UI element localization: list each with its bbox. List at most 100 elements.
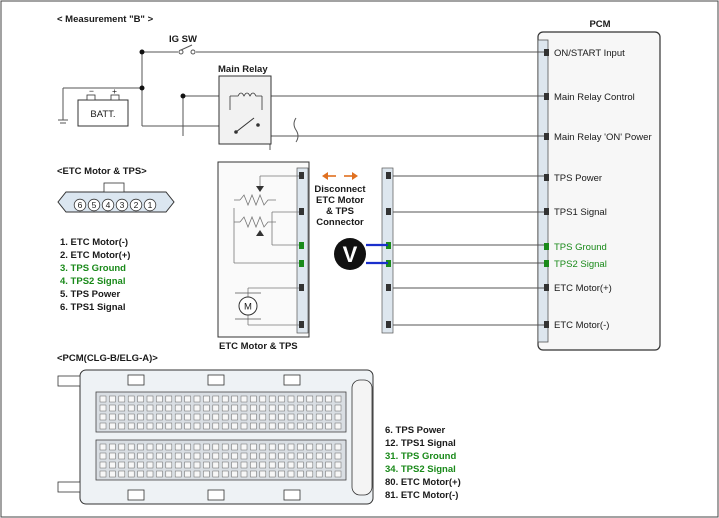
pcm-pin-cell bbox=[193, 452, 201, 460]
pcm-pin-cell bbox=[240, 413, 248, 421]
pcm-pin-cell bbox=[212, 452, 220, 460]
voltmeter-label: V bbox=[343, 242, 358, 267]
pcm-pin-cell bbox=[118, 470, 126, 478]
pcm-pin-cell bbox=[174, 470, 182, 478]
pcm-pin-cell bbox=[278, 413, 285, 421]
pcm-pin-tps2-signal: TPS2 Signal bbox=[544, 259, 607, 270]
pcm-pin-cell bbox=[259, 413, 267, 421]
pcm-pin-cell bbox=[137, 461, 144, 469]
pcm-pin-cell bbox=[306, 404, 314, 412]
pcm-legend-item: 80. ETC Motor(+) bbox=[385, 477, 461, 488]
pcm-pin-label: TPS Power bbox=[554, 173, 602, 184]
etc-connector-pictogram: 6 5 4 3 2 1 bbox=[57, 182, 175, 213]
etc-legend-item: 2. ETC Motor(+) bbox=[60, 250, 130, 261]
pcm-pin-cell bbox=[268, 395, 276, 403]
pcm-pin-cell bbox=[146, 452, 154, 460]
pcm-pin-cell bbox=[306, 422, 314, 430]
pcm-pin-cell bbox=[325, 443, 332, 451]
pcm-pin-label: Main Relay Control bbox=[554, 92, 635, 103]
pcm-pin-cell bbox=[203, 461, 210, 469]
pcm-pin-cell bbox=[278, 404, 285, 412]
pcm-pin-cell bbox=[118, 422, 126, 430]
svg-text:& TPS: & TPS bbox=[326, 206, 354, 217]
pcm-pin-cell bbox=[193, 404, 201, 412]
pcm-pin-cell bbox=[127, 443, 135, 451]
pcm-pin-cell bbox=[99, 443, 107, 451]
pcm-pin-cell bbox=[184, 452, 191, 460]
pcm-pin-cell bbox=[325, 452, 332, 460]
pcm-pin-cell bbox=[259, 452, 267, 460]
pcm-pin-cell bbox=[137, 404, 144, 412]
pcm-pin-cell bbox=[297, 452, 304, 460]
pcm-pin-cell bbox=[156, 395, 163, 403]
pcm-pin-cell bbox=[287, 470, 295, 478]
ig-sw-label: IG SW bbox=[169, 34, 197, 45]
pcm-pin-cell bbox=[250, 395, 257, 403]
pcm-pin-cell bbox=[297, 470, 304, 478]
harness-connector bbox=[381, 167, 394, 334]
pcm-pin-cell bbox=[165, 470, 173, 478]
pcm-pin-label: TPS1 Signal bbox=[554, 207, 607, 218]
pcm-pin-cell bbox=[146, 461, 154, 469]
pcm-pin-cell bbox=[315, 395, 323, 403]
pcm-pin-list: ON/START Input Main Relay Control Main R… bbox=[544, 48, 652, 331]
pcm-pin-cell bbox=[250, 404, 257, 412]
pcm-pin-cell bbox=[184, 404, 191, 412]
pcm-pin-cell bbox=[250, 443, 257, 451]
pcm-pin-cell bbox=[203, 404, 210, 412]
pcm-connector-pictogram bbox=[57, 369, 374, 505]
pcm-pin-cell bbox=[334, 461, 342, 469]
etc-legend-item: 3. TPS Ground bbox=[60, 263, 126, 274]
pcm-pin-cell bbox=[118, 443, 126, 451]
pcm-pin-cell bbox=[278, 422, 285, 430]
pcm-pin-cell bbox=[306, 443, 314, 451]
pcm-pin-cell bbox=[250, 422, 257, 430]
pcm-pin-cell bbox=[325, 461, 332, 469]
pcm-pin-cell bbox=[174, 422, 182, 430]
pcm-pin-cell bbox=[193, 422, 201, 430]
pcm-pin-cell bbox=[99, 452, 107, 460]
pcm-pin-on-start: ON/START Input bbox=[544, 48, 625, 59]
pcm-pin-cell bbox=[259, 461, 267, 469]
pcm-pin-cell bbox=[165, 413, 173, 421]
pcm-pin-cell bbox=[221, 422, 229, 430]
pcm-pin-cell bbox=[193, 470, 201, 478]
pcm-legend-item: 12. TPS1 Signal bbox=[385, 438, 456, 449]
pcm-pin-cell bbox=[287, 413, 295, 421]
pcm-pin-cell bbox=[231, 443, 238, 451]
pcm-pin-cell bbox=[334, 443, 342, 451]
pcm-pin-cell bbox=[268, 443, 276, 451]
pcm-pin-cell bbox=[240, 404, 248, 412]
pcm-pin-etc-motor-plus: ETC Motor(+) bbox=[544, 283, 612, 294]
pcm-pin-grid bbox=[99, 395, 342, 478]
pcm-pin-cell bbox=[259, 470, 267, 478]
pcm-pin-cell bbox=[287, 404, 295, 412]
pcm-pin-cell bbox=[250, 470, 257, 478]
pcm-pin-cell bbox=[184, 422, 191, 430]
pcm-pin-cell bbox=[99, 395, 107, 403]
svg-text:+: + bbox=[112, 86, 117, 96]
pcm-pin-cell bbox=[165, 452, 173, 460]
connector-pin-number: 3 bbox=[120, 200, 125, 210]
pcm-pin-cell bbox=[146, 413, 154, 421]
power-circuit bbox=[58, 44, 544, 150]
pcm-pin-cell bbox=[184, 461, 191, 469]
connector-pin-number: 2 bbox=[134, 200, 139, 210]
battery-label: BATT. bbox=[90, 109, 115, 120]
pcm-pin-cell bbox=[212, 413, 220, 421]
pcm-pin-label: TPS2 Signal bbox=[554, 259, 607, 270]
pcm-pin-cell bbox=[127, 404, 135, 412]
pcm-pin-cell bbox=[146, 470, 154, 478]
pcm-pin-cell bbox=[203, 452, 210, 460]
connector-pin-number: 1 bbox=[148, 200, 153, 210]
pcm-pin-cell bbox=[109, 413, 116, 421]
pcm-pin-cell bbox=[334, 395, 342, 403]
pcm-pin-etc-motor-minus: ETC Motor(-) bbox=[544, 320, 609, 331]
pcm-legend-item: 81. ETC Motor(-) bbox=[385, 490, 458, 501]
pcm-pin-cell bbox=[315, 404, 323, 412]
pcm-pin-cell bbox=[231, 404, 238, 412]
pcm-pin-cell bbox=[287, 443, 295, 451]
pcm-pin-cell bbox=[287, 422, 295, 430]
pcm-pin-cell bbox=[240, 395, 248, 403]
